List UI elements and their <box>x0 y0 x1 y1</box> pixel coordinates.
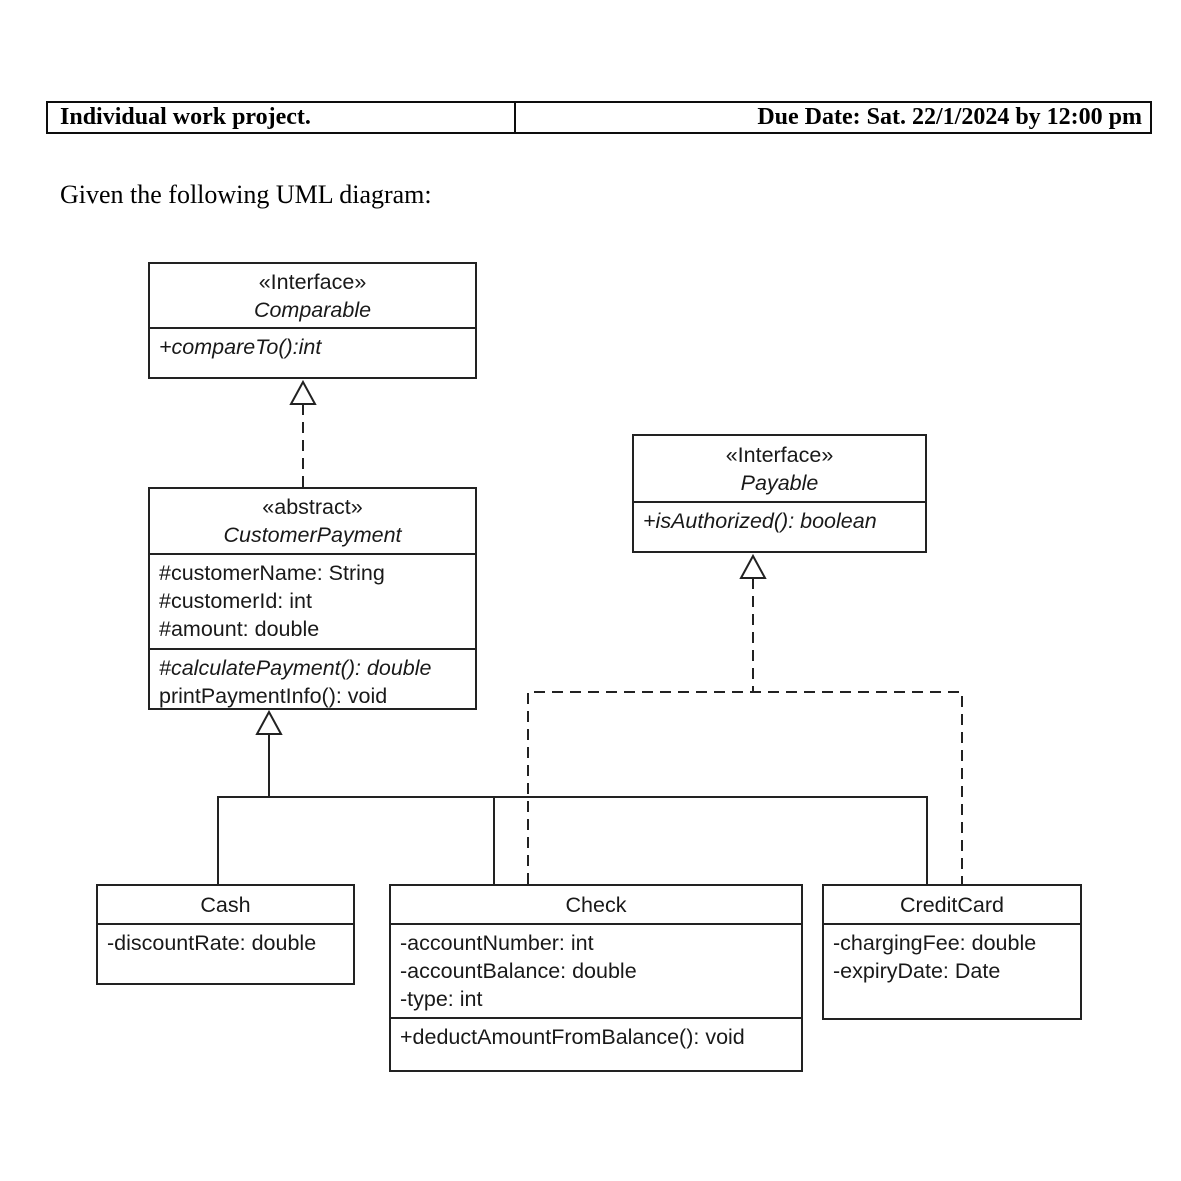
uml-class-cash: Cash -discountRate: double <box>96 884 355 985</box>
customerpayment-header: «abstract» CustomerPayment <box>150 489 475 555</box>
check-name: Check <box>565 892 627 917</box>
payable-stereotype: «Interface» <box>725 442 834 467</box>
check-header: Check <box>391 886 801 925</box>
uml-class-customerpayment: «abstract» CustomerPayment #customerName… <box>148 487 477 710</box>
uml-attribute: #customerId: int <box>159 589 312 613</box>
creditcard-header: CreditCard <box>824 886 1080 925</box>
uml-attribute: -expiryDate: Date <box>833 959 1001 983</box>
customerpayment-attributes-section: #customerName: String #customerId: int #… <box>150 555 475 650</box>
uml-class-check: Check -accountNumber: int -accountBalanc… <box>389 884 803 1072</box>
customerpayment-name: CustomerPayment <box>223 523 402 547</box>
customerpayment-methods-section: #calculatePayment(): double printPayment… <box>150 650 475 710</box>
uml-class-payable: «Interface» Payable +isAuthorized(): boo… <box>632 434 927 553</box>
comparable-header: «Interface» Comparable <box>150 264 475 329</box>
intro-text: Given the following UML diagram: <box>60 180 432 209</box>
assignment-header-table: Individual work project. Due Date: Sat. … <box>46 101 1152 134</box>
hollow-triangle-icon <box>739 553 767 579</box>
uml-attribute: -discountRate: double <box>107 931 317 955</box>
realization-arrow-check-creditcard-payable <box>527 553 963 884</box>
uml-attribute: -accountBalance: double <box>400 959 637 983</box>
uml-method: printPaymentInfo(): void <box>159 684 388 708</box>
creditcard-attributes-section: -chargingFee: double -expiryDate: Date <box>824 925 1080 985</box>
hollow-triangle-icon <box>255 709 283 735</box>
uml-attribute: #amount: double <box>159 617 320 641</box>
due-date-cell: Due Date: Sat. 22/1/2024 by 12:00 pm <box>757 104 1142 130</box>
uml-method: +isAuthorized(): boolean <box>643 509 877 533</box>
customerpayment-stereotype: «abstract» <box>262 495 363 519</box>
cash-header: Cash <box>98 886 353 925</box>
assignment-title-cell: Individual work project. <box>48 103 516 132</box>
payable-methods-section: +isAuthorized(): boolean <box>634 503 925 535</box>
uml-method: +compareTo():int <box>159 335 322 359</box>
realization-arrow-customerpayment-comparable <box>289 379 317 487</box>
uml-attribute: #customerName: String <box>159 561 385 585</box>
uml-attribute: -chargingFee: double <box>833 931 1037 955</box>
hollow-triangle-icon <box>289 379 317 405</box>
comparable-name: Comparable <box>253 297 372 322</box>
cash-attributes-section: -discountRate: double <box>98 925 353 957</box>
uml-class-comparable: «Interface» Comparable +compareTo():int <box>148 262 477 379</box>
uml-attribute: -type: int <box>400 987 483 1011</box>
payable-header: «Interface» Payable <box>634 436 925 503</box>
uml-attribute: -accountNumber: int <box>400 931 594 955</box>
comparable-methods-section: +compareTo():int <box>150 329 475 361</box>
check-attributes-section: -accountNumber: int -accountBalance: dou… <box>391 925 801 1019</box>
uml-class-creditcard: CreditCard -chargingFee: double -expiryD… <box>822 884 1082 1020</box>
comparable-stereotype: «Interface» <box>258 269 367 294</box>
creditcard-name: CreditCard <box>900 892 1004 917</box>
payable-name: Payable <box>740 470 819 495</box>
generalization-arrow-subclasses-customerpayment <box>217 709 928 884</box>
cash-name: Cash <box>200 892 251 917</box>
uml-method: +deductAmountFromBalance(): void <box>400 1025 745 1049</box>
uml-method: #calculatePayment(): double <box>159 656 432 680</box>
check-methods-section: +deductAmountFromBalance(): void <box>391 1019 801 1051</box>
